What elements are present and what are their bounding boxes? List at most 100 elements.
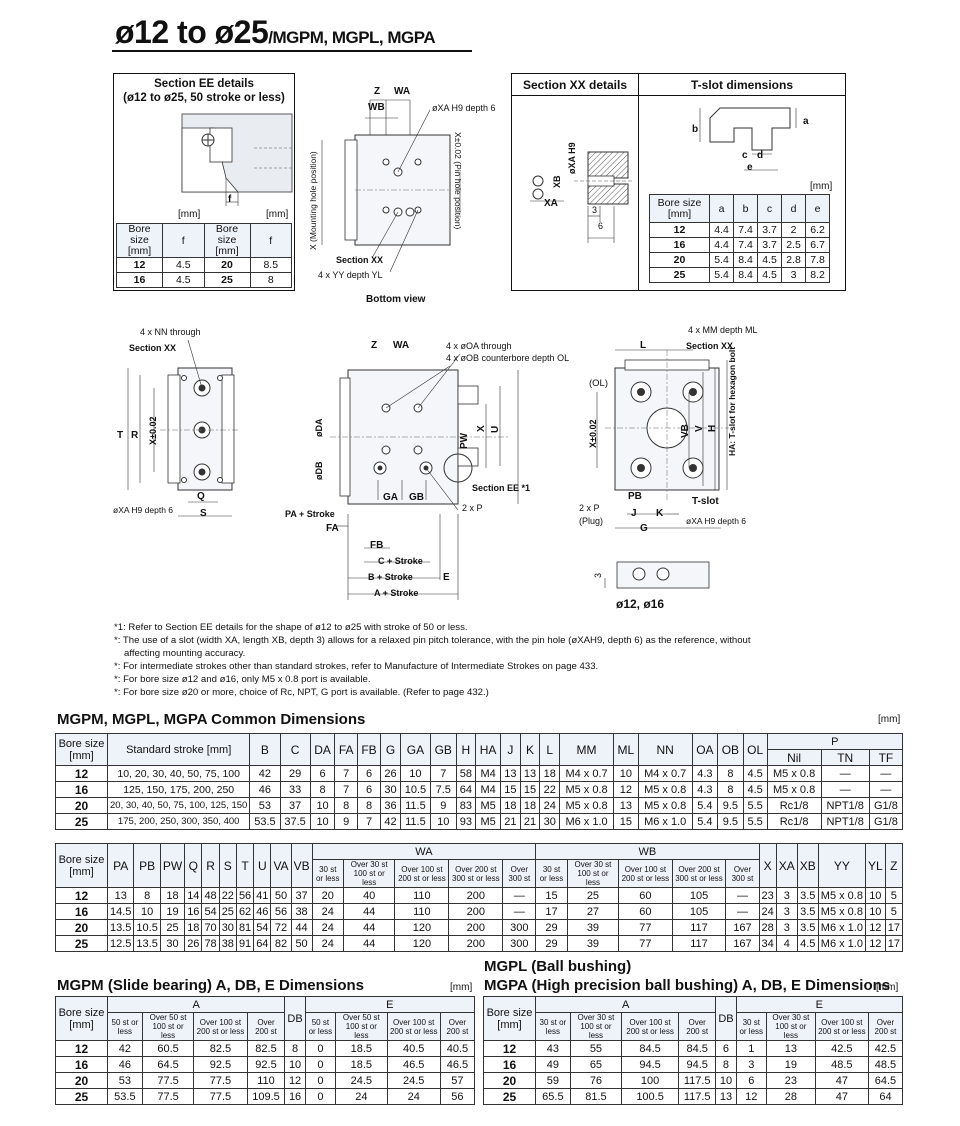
header-cell: WA	[311, 843, 537, 860]
header-cell: Over 100 st 200 st or less	[814, 1012, 869, 1041]
header-cell: PA	[106, 843, 135, 888]
cell: 4.5	[162, 257, 205, 273]
cell: 8	[284, 1040, 306, 1057]
cell: 43	[535, 1040, 571, 1057]
cell: 4.5	[162, 272, 205, 288]
section-xx-tslot-box: Section XX details T-slot dimensions øXA…	[511, 73, 846, 291]
md-section-ee: Section EE *1	[472, 483, 531, 493]
cell: 9.5	[717, 797, 744, 814]
cell: 57	[439, 1072, 476, 1089]
cell: 18.5	[335, 1056, 388, 1073]
cell: 12	[735, 1088, 767, 1105]
cell: 300	[502, 935, 537, 952]
rd-plug: (Plug)	[579, 516, 604, 526]
header-cell: GB	[430, 733, 457, 766]
cell: 3.7	[757, 237, 782, 253]
cell: 46.5	[439, 1056, 476, 1073]
cell: 110	[246, 1072, 286, 1089]
tslot-heading: T-slot dimensions	[690, 78, 793, 92]
bottom-view-caption: Bottom view	[366, 294, 426, 305]
cell: 72	[270, 919, 292, 936]
cell: —	[820, 765, 870, 782]
md-pw: PW	[459, 432, 470, 449]
cell: 50	[270, 887, 292, 904]
cell: 48	[201, 887, 220, 904]
cell: 26	[184, 935, 203, 952]
col-c: c	[757, 194, 782, 223]
section-ee-heading-1: Section EE details	[154, 78, 254, 90]
col-f-left: f	[162, 223, 205, 258]
cell: 25	[159, 919, 186, 936]
notes: *1: Refer to Section EE details for the …	[114, 621, 751, 699]
cell: 91	[235, 935, 255, 952]
cell: 82.5	[246, 1040, 286, 1057]
cell: 24.5	[335, 1072, 388, 1089]
cell: 44	[290, 919, 313, 936]
cell: 25	[55, 813, 108, 830]
cell: 25	[203, 272, 251, 288]
cell: 25	[483, 1088, 536, 1105]
cell: 11.5	[399, 813, 432, 830]
cell: 93	[455, 813, 477, 830]
cell: M5 x 0.8	[637, 797, 693, 814]
section-ee-heading-2: (ø12 to ø25, 50 stroke or less)	[123, 92, 285, 104]
cell: 100.5	[621, 1088, 680, 1105]
rd-mm: 4 x MM depth ML	[688, 325, 758, 335]
cell: 20	[203, 257, 251, 273]
common-unit: [mm]	[878, 714, 901, 725]
cell: 8	[334, 797, 358, 814]
cell: 7	[430, 765, 457, 782]
cell: 42.5	[867, 1040, 904, 1057]
title-sub: /MGPM, MGPL, MGPA	[268, 28, 436, 47]
cell: 3	[775, 887, 798, 904]
cell: 53	[249, 797, 281, 814]
header-cell: Over 100 st 200 st or less	[386, 1012, 441, 1041]
header-cell: 30 st or less	[535, 1012, 571, 1041]
unit-left: [mm]	[178, 209, 201, 220]
cell: NPT1/8	[820, 813, 870, 830]
cell: 105	[671, 903, 727, 920]
tslot-unit: [mm]	[810, 181, 833, 192]
header-cell: Over 50 st 100 st or less	[141, 1012, 195, 1041]
dim-f-label: f	[228, 194, 232, 205]
section-xx-drawing	[530, 151, 632, 243]
cell: M5 x 0.8	[637, 781, 693, 798]
md-pa: PA + Stroke	[285, 509, 335, 519]
ld-q: Q	[197, 491, 205, 502]
header-cell: J	[499, 733, 521, 766]
middle-drawing	[330, 353, 519, 600]
cell: 110	[394, 903, 450, 920]
cell: 110	[394, 887, 450, 904]
cell: 16	[55, 781, 108, 798]
cell: 7.4	[733, 237, 758, 253]
header-cell: Over 200 st	[246, 1012, 286, 1041]
cell: 3	[781, 267, 806, 283]
cell: 105	[671, 887, 727, 904]
cell: 117	[671, 919, 727, 936]
header-cell: Nil	[766, 749, 822, 766]
cell: 12	[55, 765, 108, 782]
cell: 8	[717, 765, 744, 782]
cell: M5 x 0.8	[817, 903, 866, 920]
cell: 6.7	[805, 237, 830, 253]
md-x: X	[476, 425, 487, 432]
md-db: øDB	[314, 461, 324, 481]
cell: 2.5	[781, 237, 806, 253]
cell: 46	[107, 1056, 143, 1073]
mgpm-title: MGPM (Slide bearing) A, DB, E Dimensions	[57, 977, 364, 994]
cell: 9	[430, 797, 457, 814]
header-cell: Over 50 st 100 st or less	[335, 1012, 388, 1041]
cell: 47	[814, 1088, 869, 1105]
md-e: E	[443, 572, 450, 583]
cell: 13	[499, 765, 521, 782]
ts-c: c	[742, 150, 748, 161]
cell: 8	[715, 1056, 737, 1073]
